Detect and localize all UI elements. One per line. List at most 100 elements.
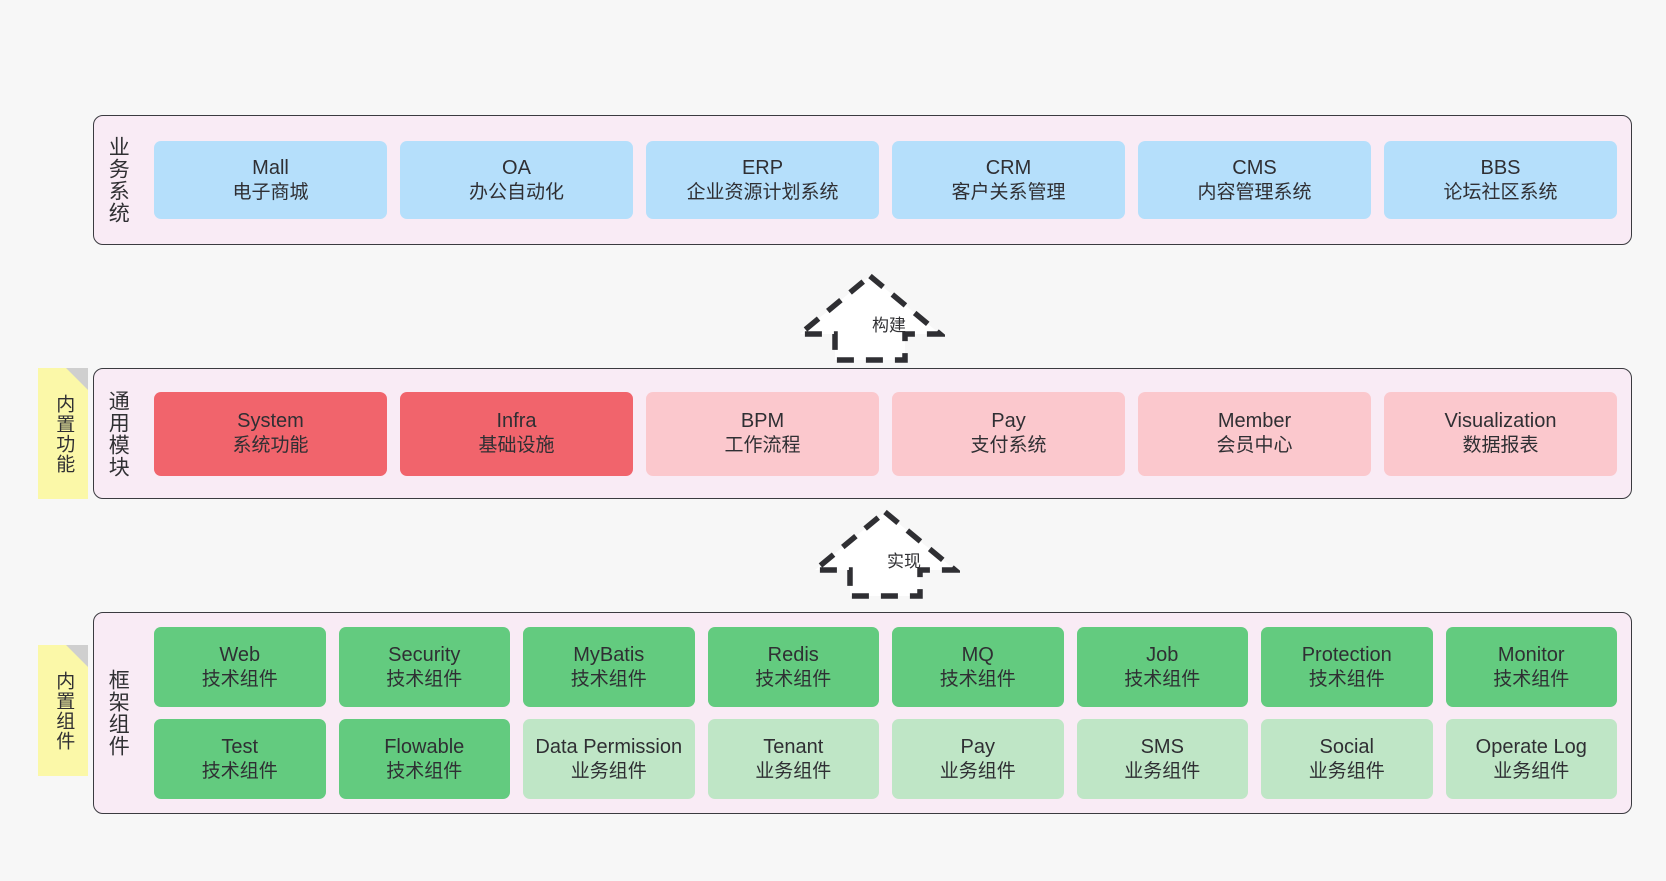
card-title: BPM — [740, 410, 785, 433]
card-title: Job — [1146, 643, 1179, 666]
card-web[interactable]: Web 技术组件 — [154, 627, 326, 707]
card-title: Security — [388, 643, 461, 666]
card-title: System — [237, 410, 304, 433]
card-tenant[interactable]: Tenant 业务组件 — [707, 719, 879, 799]
card-subtitle: 业务组件 — [1493, 760, 1570, 782]
card-subtitle: 技术组件 — [201, 760, 278, 782]
card-title: Test — [221, 735, 259, 758]
card-bpm[interactable]: BPM 工作流程 — [646, 391, 879, 476]
card-title: CRM — [985, 156, 1032, 179]
layer-body-common-modules: System 系统功能 Infra 基础设施 BPM 工作流程 Pay 支付系统… — [140, 369, 1631, 498]
layer-body-framework-components: Web 技术组件 Security 技术组件 MyBatis 技术组件 Redi… — [140, 613, 1631, 813]
card-title: ERP — [741, 156, 784, 179]
card-subtitle: 电子商城 — [232, 181, 309, 203]
card-title: BBS — [1480, 156, 1521, 179]
card-subtitle: 技术组件 — [939, 668, 1016, 690]
card-erp[interactable]: ERP 企业资源计划系统 — [646, 141, 879, 219]
card-data-permission[interactable]: Data Permission 业务组件 — [523, 719, 695, 799]
card-subtitle: 技术组件 — [1308, 668, 1385, 690]
card-title: Infra — [496, 410, 537, 433]
card-subtitle: 业务组件 — [939, 760, 1016, 782]
card-title: Member — [1217, 410, 1292, 433]
card-title: Mall — [252, 156, 289, 179]
connector-implement-label: 实现 — [887, 552, 921, 571]
card-job[interactable]: Job 技术组件 — [1076, 627, 1248, 707]
sticky-note-label: 内置组件 — [53, 670, 75, 751]
card-subtitle: 会员中心 — [1216, 435, 1293, 457]
card-title: MQ — [961, 643, 994, 666]
card-title: Pay — [960, 735, 995, 758]
framework-row-business: Test 技术组件 Flowable 技术组件 Data Permission … — [154, 719, 1617, 799]
card-subtitle: 技术组件 — [755, 668, 832, 690]
card-subtitle: 业务组件 — [1308, 760, 1385, 782]
layer-body-business-systems: Mall 电子商城 OA 办公自动化 ERP 企业资源计划系统 CRM 客户关系… — [140, 116, 1631, 244]
card-oa[interactable]: OA 办公自动化 — [400, 141, 633, 219]
card-sms[interactable]: SMS 业务组件 — [1076, 719, 1248, 799]
card-redis[interactable]: Redis 技术组件 — [707, 627, 879, 707]
card-subtitle: 工作流程 — [724, 435, 801, 457]
card-title: Monitor — [1497, 643, 1565, 666]
framework-row-technical: Web 技术组件 Security 技术组件 MyBatis 技术组件 Redi… — [154, 627, 1617, 707]
card-member[interactable]: Member 会员中心 — [1138, 391, 1371, 476]
card-test[interactable]: Test 技术组件 — [154, 719, 326, 799]
card-title: Data Permission — [535, 735, 683, 758]
card-subtitle: 支付系统 — [970, 435, 1047, 457]
card-cms[interactable]: CMS 内容管理系统 — [1138, 141, 1371, 219]
card-subtitle: 技术组件 — [1124, 668, 1201, 690]
card-system[interactable]: System 系统功能 — [154, 391, 387, 476]
card-mq[interactable]: MQ 技术组件 — [892, 627, 1064, 707]
layer-title-framework-components: 框架组件 — [106, 669, 130, 757]
card-crm[interactable]: CRM 客户关系管理 — [892, 141, 1125, 219]
card-subtitle: 系统功能 — [232, 435, 309, 457]
card-pay[interactable]: Pay 支付系统 — [892, 391, 1125, 476]
card-title: SMS — [1140, 735, 1184, 758]
connector-implement-arrow-icon — [810, 508, 960, 599]
card-operate-log[interactable]: Operate Log 业务组件 — [1445, 719, 1617, 799]
card-flowable[interactable]: Flowable 技术组件 — [338, 719, 510, 799]
card-monitor[interactable]: Monitor 技术组件 — [1445, 627, 1617, 707]
card-title: Web — [219, 643, 261, 666]
card-title: Redis — [767, 643, 819, 666]
layer-business-systems: 业务系统 Mall 电子商城 OA 办公自动化 ERP 企业资源计划系统 CRM… — [93, 115, 1632, 245]
layer-title-common-modules: 通用模块 — [106, 389, 130, 478]
sticky-note-label: 内置功能 — [53, 393, 75, 474]
card-infra[interactable]: Infra 基础设施 — [400, 391, 633, 476]
card-social[interactable]: Social 业务组件 — [1261, 719, 1433, 799]
card-protection[interactable]: Protection 技术组件 — [1261, 627, 1433, 707]
card-title: Social — [1319, 735, 1374, 758]
connector-build-label: 构建 — [872, 316, 906, 335]
card-subtitle: 基础设施 — [478, 435, 555, 457]
card-subtitle: 客户关系管理 — [951, 181, 1066, 203]
layer-framework-components: 框架组件 Web 技术组件 Security 技术组件 MyBatis 技术组件… — [93, 612, 1632, 814]
card-title: Visualization — [1444, 410, 1557, 433]
card-title: Operate Log — [1475, 735, 1587, 758]
card-mybatis[interactable]: MyBatis 技术组件 — [523, 627, 695, 707]
card-bbs[interactable]: BBS 论坛社区系统 — [1384, 141, 1617, 219]
card-title: Tenant — [763, 735, 824, 758]
card-subtitle: 技术组件 — [386, 668, 463, 690]
card-subtitle: 业务组件 — [1124, 760, 1201, 782]
card-subtitle: 内容管理系统 — [1197, 181, 1312, 203]
card-title: Pay — [991, 410, 1026, 433]
card-subtitle: 技术组件 — [386, 760, 463, 782]
layer-common-modules: 通用模块 System 系统功能 Infra 基础设施 BPM 工作流程 Pay… — [93, 368, 1632, 499]
card-title: CMS — [1232, 156, 1277, 179]
folded-corner-icon — [66, 368, 88, 390]
folded-corner-icon — [66, 645, 88, 667]
card-subtitle: 技术组件 — [570, 668, 647, 690]
card-subtitle: 数据报表 — [1462, 435, 1539, 457]
card-subtitle: 论坛社区系统 — [1443, 181, 1558, 203]
card-subtitle: 技术组件 — [201, 668, 278, 690]
card-subtitle: 办公自动化 — [468, 181, 564, 203]
card-pay-component[interactable]: Pay 业务组件 — [892, 719, 1064, 799]
card-title: OA — [502, 156, 531, 179]
card-subtitle: 企业资源计划系统 — [686, 181, 839, 203]
card-subtitle: 技术组件 — [1493, 668, 1570, 690]
card-visualization[interactable]: Visualization 数据报表 — [1384, 391, 1617, 476]
sticky-note-builtin-functions: 内置功能 — [38, 368, 88, 499]
card-security[interactable]: Security 技术组件 — [338, 627, 510, 707]
card-title: Protection — [1301, 643, 1392, 666]
card-mall[interactable]: Mall 电子商城 — [154, 141, 387, 219]
card-subtitle: 业务组件 — [570, 760, 647, 782]
card-title: Flowable — [384, 735, 465, 758]
